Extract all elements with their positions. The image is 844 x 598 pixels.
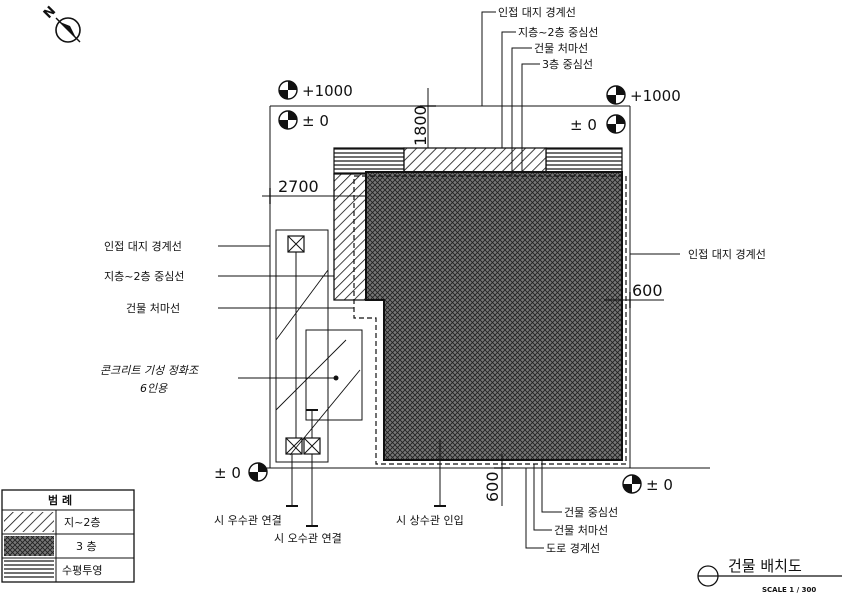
legend-label-b1-2f: 지~2층 xyxy=(64,516,100,529)
legend-label-projection: 수평투영 xyxy=(62,564,102,577)
svg-text:+1000: +1000 xyxy=(630,87,681,105)
elevation-marker-tl-plus: +1000 xyxy=(278,80,353,100)
label-road-boundary: 도로 경계선 xyxy=(546,542,600,555)
drawing-scale: SCALE 1 / 300 xyxy=(762,586,816,594)
legend-box: 범 례 지~2층 3 층 수평투영 xyxy=(1,489,135,583)
label-top-adjacent-boundary: 인접 대지 경계선 xyxy=(498,6,576,19)
drawing-title: 건물 배치도 xyxy=(728,557,802,575)
label-top-eaves: 건물 처마선 xyxy=(534,42,588,55)
svg-text:± 0: ± 0 xyxy=(214,464,241,482)
eaves-line xyxy=(353,175,627,465)
svg-text:600: 600 xyxy=(632,281,663,300)
svg-text:2700: 2700 xyxy=(278,177,319,196)
svg-text:600: 600 xyxy=(483,471,502,502)
elevation-marker-br-zero: ± 0 xyxy=(622,474,673,494)
label-water-pipe: 시 상수관 인입 xyxy=(396,514,464,527)
septic-tank-area xyxy=(275,229,363,463)
dimension-right: 600 xyxy=(604,281,664,308)
dimension-top: 1800 xyxy=(411,88,436,148)
elevation-marker-tr-plus: +1000 xyxy=(606,85,681,105)
label-bottom-eaves: 건물 처마선 xyxy=(554,524,608,537)
title-block: 건물 배치도 SCALE 1 / 300 xyxy=(697,557,842,594)
north-arrow-icon: N xyxy=(41,4,81,43)
floor-3f-footprint xyxy=(365,171,623,461)
label-left-eaves: 건물 처마선 xyxy=(126,302,180,315)
site-boundary xyxy=(258,105,710,469)
legend-swatch-projection xyxy=(4,560,54,580)
callouts-top xyxy=(481,11,540,176)
label-sewage-pipe: 시 오수관 연결 xyxy=(274,532,342,545)
svg-text:± 0: ± 0 xyxy=(646,476,673,494)
horizontal-projection-left xyxy=(333,147,405,175)
callouts-bottom xyxy=(286,440,562,549)
legend-label-3f: 3 층 xyxy=(76,540,97,553)
svg-text:± 0: ± 0 xyxy=(302,112,329,130)
legend-swatch-3f xyxy=(4,536,54,556)
elevation-marker-tl-zero: ± 0 xyxy=(278,110,329,130)
label-bottom-center: 건물 중심선 xyxy=(564,506,618,519)
svg-text:+1000: +1000 xyxy=(302,82,353,100)
label-left-adjacent-boundary: 인접 대지 경계선 xyxy=(104,240,182,253)
svg-text:1800: 1800 xyxy=(411,105,430,146)
label-top-center-3f: 3층 중심선 xyxy=(542,58,593,71)
label-left-center-b1-2f: 지층~2층 중심선 xyxy=(104,270,184,283)
elevation-marker-bl-zero: ± 0 xyxy=(214,462,268,482)
legend-header: 범 례 xyxy=(48,493,72,507)
label-top-center-b1-2f: 지층~2층 중심선 xyxy=(518,26,598,39)
horizontal-projection-right xyxy=(545,147,623,175)
dimension-left: 2700 xyxy=(262,177,366,204)
svg-text:± 0: ± 0 xyxy=(570,116,597,134)
label-septic-note-1: 콘크리트 기성 정화조 xyxy=(100,364,199,377)
callouts-left xyxy=(218,245,354,379)
legend-swatch-b1-2f xyxy=(4,512,54,532)
elevation-marker-tr-zero: ± 0 xyxy=(570,114,626,134)
label-right-adjacent-boundary: 인접 대지 경계선 xyxy=(688,248,766,261)
label-septic-note-2: 6인용 xyxy=(140,382,168,395)
label-rain-pipe: 시 우수관 연결 xyxy=(214,514,282,527)
dimension-bottom: 600 xyxy=(483,454,510,506)
